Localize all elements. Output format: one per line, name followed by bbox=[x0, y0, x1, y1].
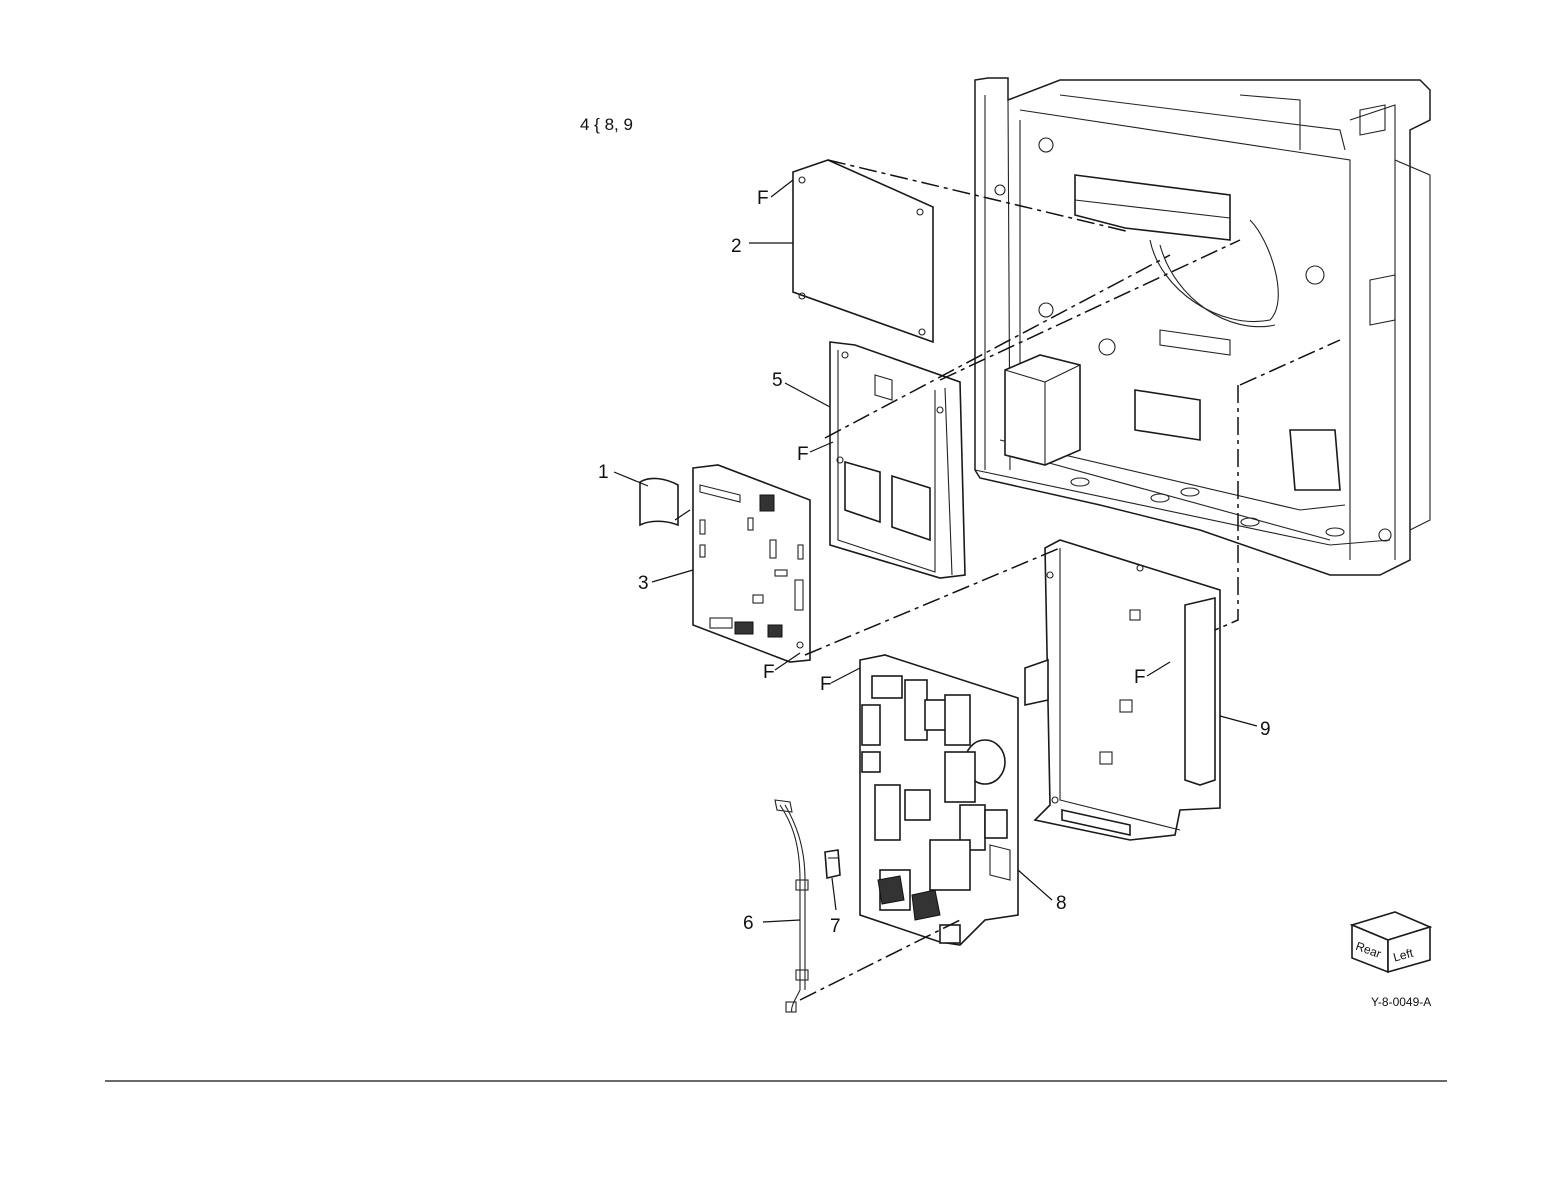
part-2-cover-plate bbox=[793, 160, 933, 342]
part-3-circuit-board bbox=[693, 465, 810, 662]
part-7-clamp bbox=[825, 850, 840, 878]
machine-frame bbox=[975, 78, 1430, 575]
callout-2: 2 bbox=[731, 236, 742, 257]
callout-8: 8 bbox=[1056, 893, 1067, 914]
part-8-power-board bbox=[860, 655, 1018, 945]
kit-note: 4 { 8, 9 bbox=[580, 115, 633, 134]
fastener-f-label: F bbox=[797, 444, 809, 465]
part-9-large-bracket bbox=[1025, 540, 1220, 840]
figure-id: Y-8-0049-A bbox=[1371, 995, 1431, 1009]
fastener-f-label: F bbox=[1134, 667, 1146, 688]
fastener-f-label: F bbox=[820, 674, 832, 695]
orientation-cube: Rear Left bbox=[1352, 912, 1430, 972]
fastener-f-label: F bbox=[763, 662, 775, 683]
callout-1: 1 bbox=[598, 462, 609, 483]
callout-6: 6 bbox=[743, 913, 754, 934]
part-6-harness bbox=[775, 800, 808, 1012]
callout-3: 3 bbox=[638, 573, 649, 594]
callout-7: 7 bbox=[830, 916, 841, 937]
callout-9: 9 bbox=[1260, 719, 1271, 740]
fastener-f-label: F bbox=[757, 188, 769, 209]
callout-5: 5 bbox=[772, 370, 783, 391]
